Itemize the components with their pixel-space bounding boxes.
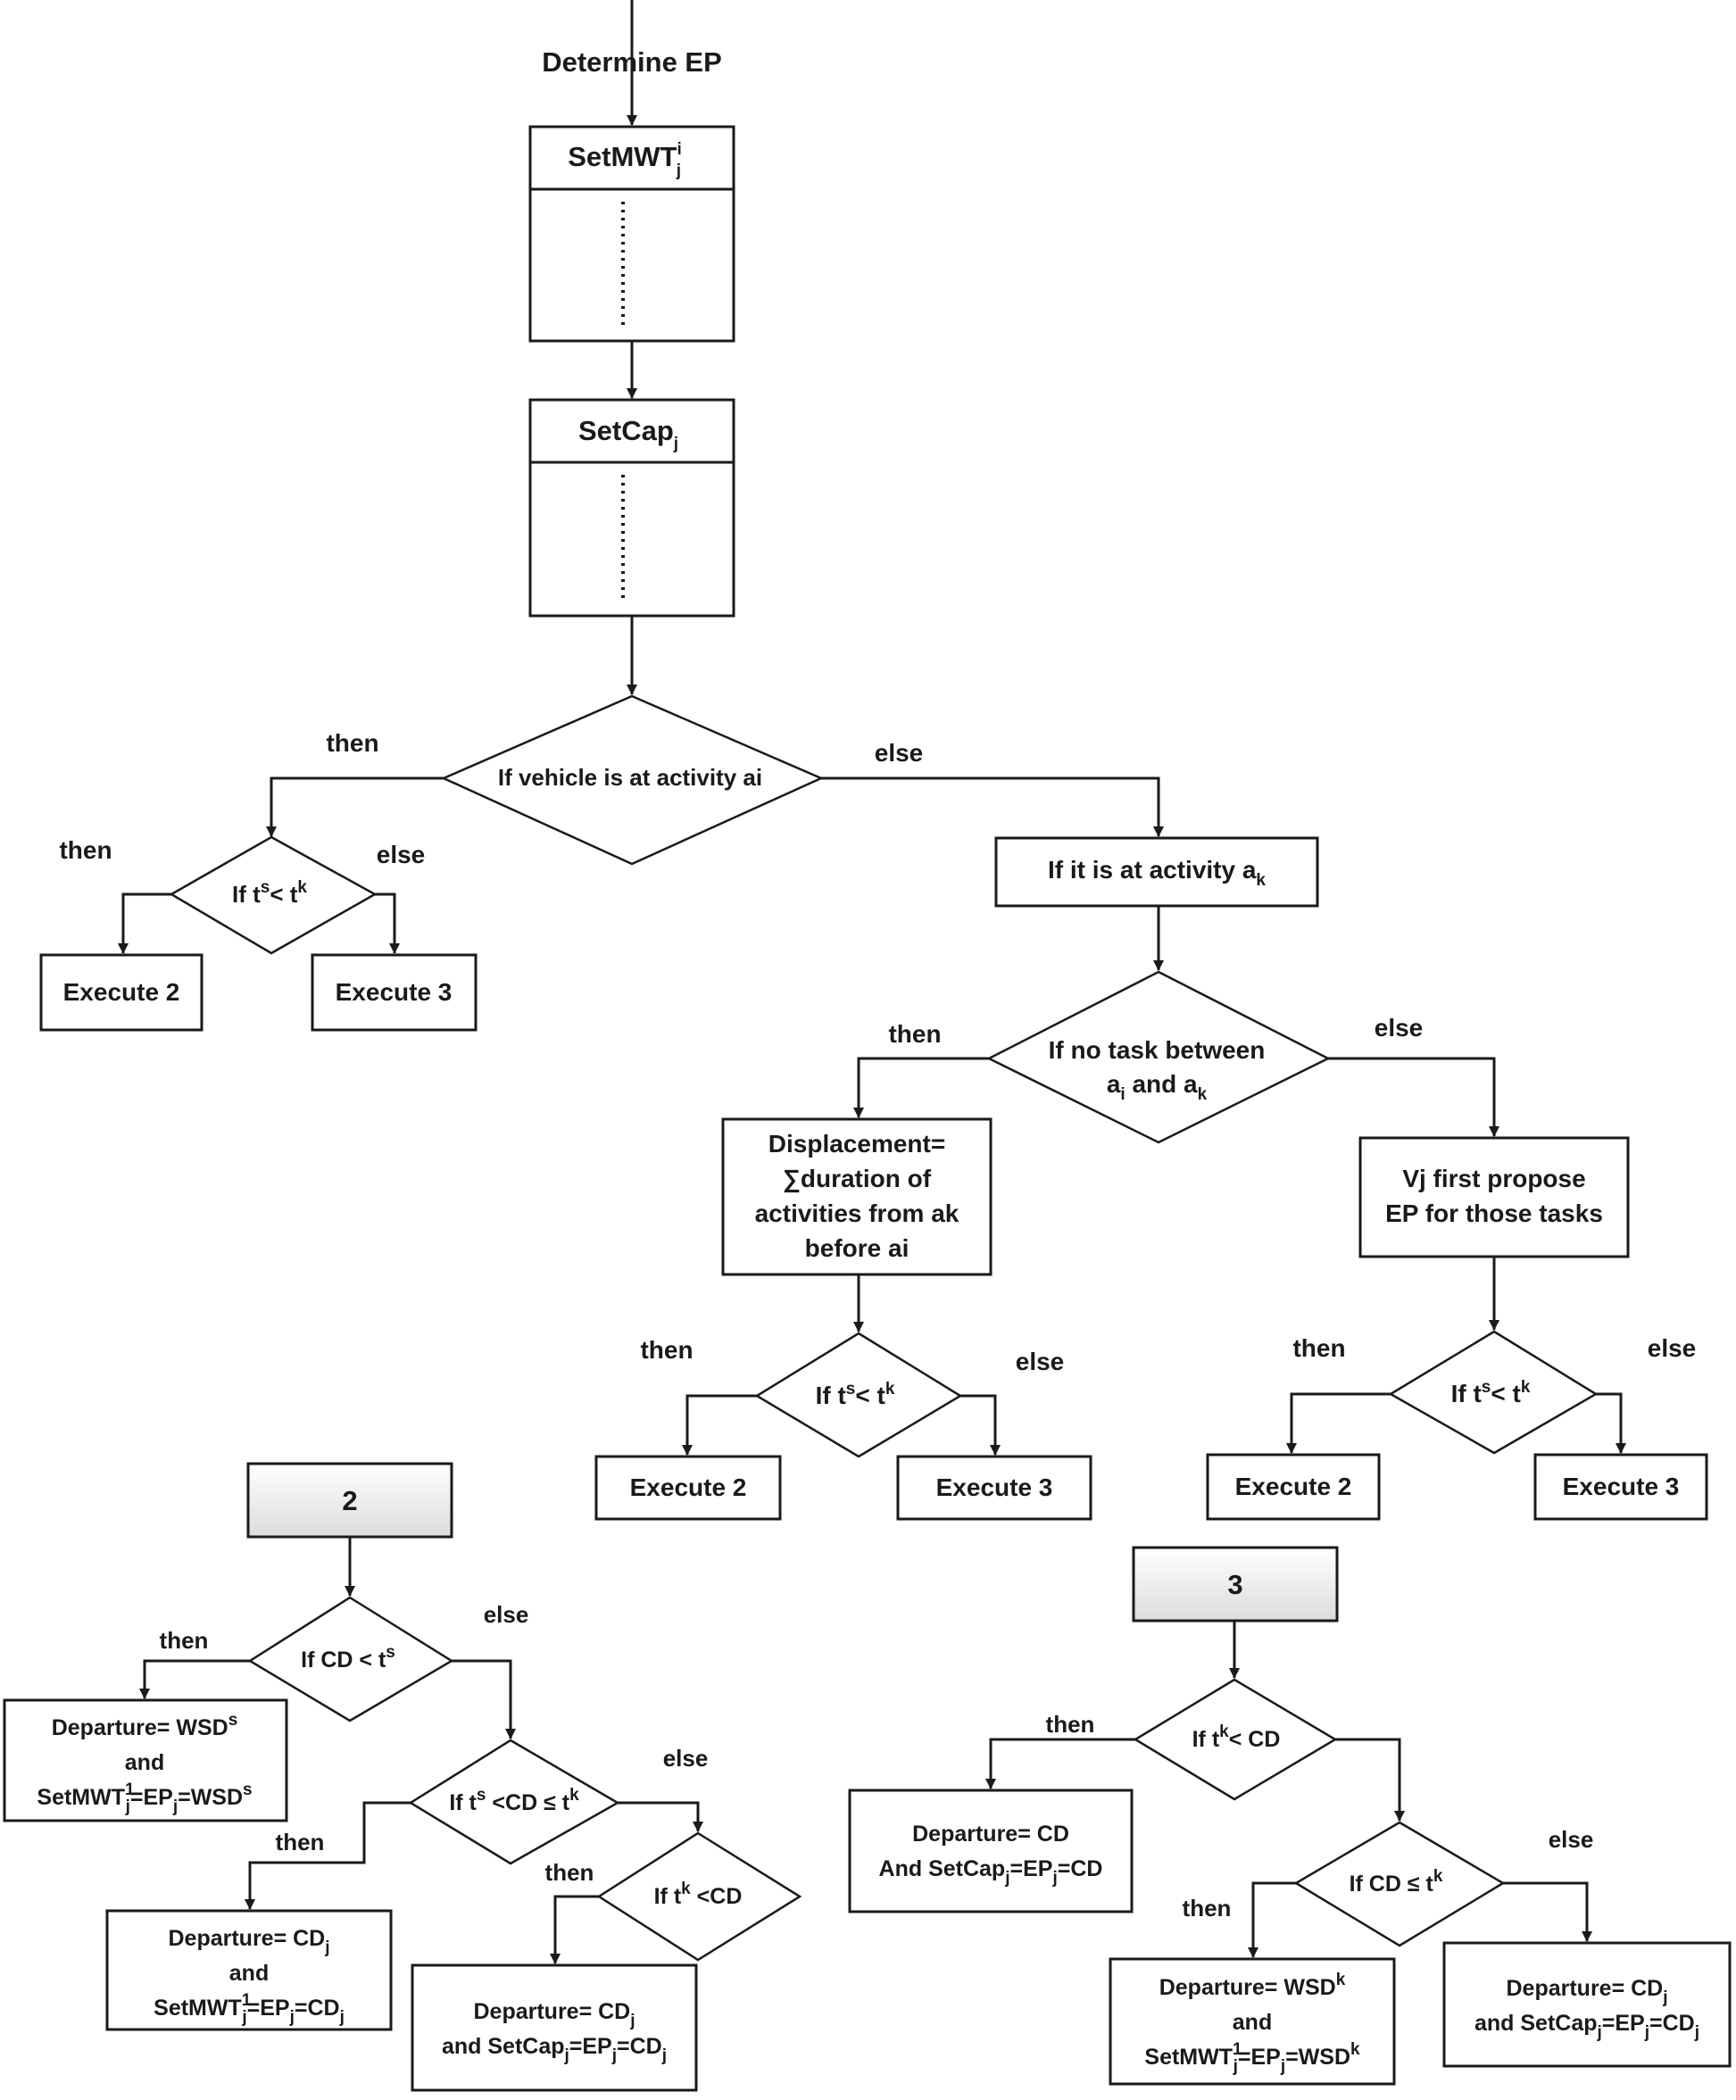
then-label: then [276, 1829, 325, 1855]
execute-2-label: Execute 2 [1235, 1473, 1352, 1500]
decision-label: If no task between [1049, 1036, 1266, 1064]
procedure-2-header: 2 [246, 1462, 453, 1539]
displacement-box: Displacement= ∑duration of activities fr… [721, 1117, 993, 1276]
decision-no-task-between: If no task between ai and ak [986, 970, 1331, 1144]
decision-label-2: ai and ak [1107, 1070, 1208, 1104]
procedure-3-header: 3 [1132, 1546, 1339, 1623]
decision-ts-lt-tk-middle: If ts< tk [754, 1332, 963, 1458]
box-line: Departure= CDj [1506, 1976, 1667, 2007]
vj-propose-line: EP for those tasks [1385, 1199, 1603, 1227]
box-at-activity-ak: If it is at activity ak [994, 836, 1319, 908]
box-line: and SetCapj=EPj=CDj [1474, 2011, 1699, 2042]
else-label: else [1549, 1826, 1594, 1853]
box-line: Departure= WSDs [52, 1711, 238, 1740]
decision-label: If CD < ts [301, 1643, 395, 1673]
box-line: and [1233, 2010, 1272, 2035]
execute-3-label: Execute 3 [936, 1473, 1053, 1501]
displacement-line: Displacement= [768, 1130, 945, 1158]
setcap-title: SetCapj [578, 415, 678, 453]
departure-cd-p3-box: Departure= CD And SetCapj=EPj=CD [848, 1789, 1134, 1913]
displacement-line: ∑duration of [783, 1165, 932, 1193]
execute-3-label: Execute 3 [336, 978, 453, 1006]
box-line: And SetCapj=EPj=CD [879, 1856, 1103, 1888]
execute-2-box: Execute 2 [39, 953, 204, 1032]
decision-label: If tk< CD [1192, 1722, 1281, 1752]
box-line: Departure= CDj [473, 1999, 635, 2030]
else-label: else [875, 739, 924, 767]
else-label: else [377, 841, 426, 868]
decision-label: If ts< tk [816, 1380, 895, 1409]
connectors [118, 0, 1626, 1964]
box-line: and SetCapj=EPj=CDj [442, 2034, 667, 2065]
execute-3-box: Execute 3 [896, 1455, 1092, 1521]
else-label: else [484, 1601, 529, 1628]
then-label: then [160, 1627, 209, 1654]
vj-propose-box: Vj first propose EP for those tasks [1358, 1136, 1630, 1258]
execute-2-box: Execute 2 [594, 1455, 782, 1521]
departure-cd-setcap-p3-box: Departure= CDj and SetCapj=EPj=CDj [1442, 1941, 1732, 2068]
determine-ep-label: Determine EP [542, 46, 722, 78]
departure-cd-setcap-box: Departure= CDj and SetCapj=EPj=CDj [411, 1963, 698, 2092]
procedure-3-title: 3 [1227, 1569, 1242, 1600]
else-label: else [1375, 1014, 1424, 1042]
decision-label: If ts< tk [232, 878, 307, 908]
else-label: else [663, 1745, 709, 1772]
vj-propose-line: Vj first propose [1402, 1165, 1585, 1192]
else-label: else [1016, 1348, 1065, 1375]
decision-cd-le-tk: If CD ≤ tk [1293, 1821, 1506, 1947]
execute-3-label: Execute 3 [1563, 1473, 1680, 1500]
displacement-line: before ai [805, 1234, 910, 1262]
displacement-line: activities from ak [755, 1199, 959, 1227]
decision-vehicle-at-ai: If vehicle is at activity ai [440, 694, 825, 866]
decision-ts-lt-tk-right: If ts< tk [1388, 1330, 1599, 1455]
execute-2-label: Execute 2 [630, 1473, 747, 1501]
box-line: Departure= CD [912, 1822, 1069, 1847]
then-label: then [1046, 1711, 1095, 1738]
then-label: then [1183, 1895, 1232, 1922]
then-label: then [545, 1859, 594, 1886]
then-label: then [59, 836, 112, 864]
then-label: then [888, 1020, 941, 1048]
decision-label: If ts< tk [1451, 1378, 1531, 1407]
decision-cd-lt-ts: If CD < ts [247, 1596, 454, 1722]
procedure-2-title: 2 [342, 1485, 357, 1516]
decision-label: If vehicle is at activity ai [498, 764, 762, 791]
then-label: then [326, 729, 378, 757]
then-label: then [640, 1336, 693, 1364]
execute-2-label: Execute 2 [63, 978, 180, 1006]
decision-ts-lt-tk-left: If ts< tk [169, 835, 378, 955]
decision-ts-cd-tk: If ts <CD ≤ tk [408, 1739, 620, 1865]
decision-label: If CD ≤ tk [1350, 1867, 1443, 1897]
execute-3-box: Execute 3 [1533, 1453, 1708, 1521]
then-label: then [1292, 1334, 1345, 1362]
else-label: else [1648, 1334, 1697, 1362]
box-label: If it is at activity ak [1048, 856, 1266, 890]
execute-2-box: Execute 2 [1206, 1453, 1381, 1521]
decision-label: If tk <CD [654, 1880, 743, 1909]
decision-tk-lt-cd-p3: If tk< CD [1133, 1678, 1338, 1801]
setcap-box: SetCapj [528, 398, 735, 618]
box-line: Departure= WSDk [1159, 1971, 1346, 2000]
box-line: and [229, 1961, 269, 1986]
execute-3-box: Execute 3 [311, 953, 478, 1032]
box-line: Departure= CDj [168, 1926, 329, 1957]
box-line: and [125, 1750, 164, 1775]
decision-tk-lt-cd-p2: If tk <CD [596, 1831, 802, 1962]
decision-label: If ts <CD ≤ tk [449, 1786, 579, 1815]
